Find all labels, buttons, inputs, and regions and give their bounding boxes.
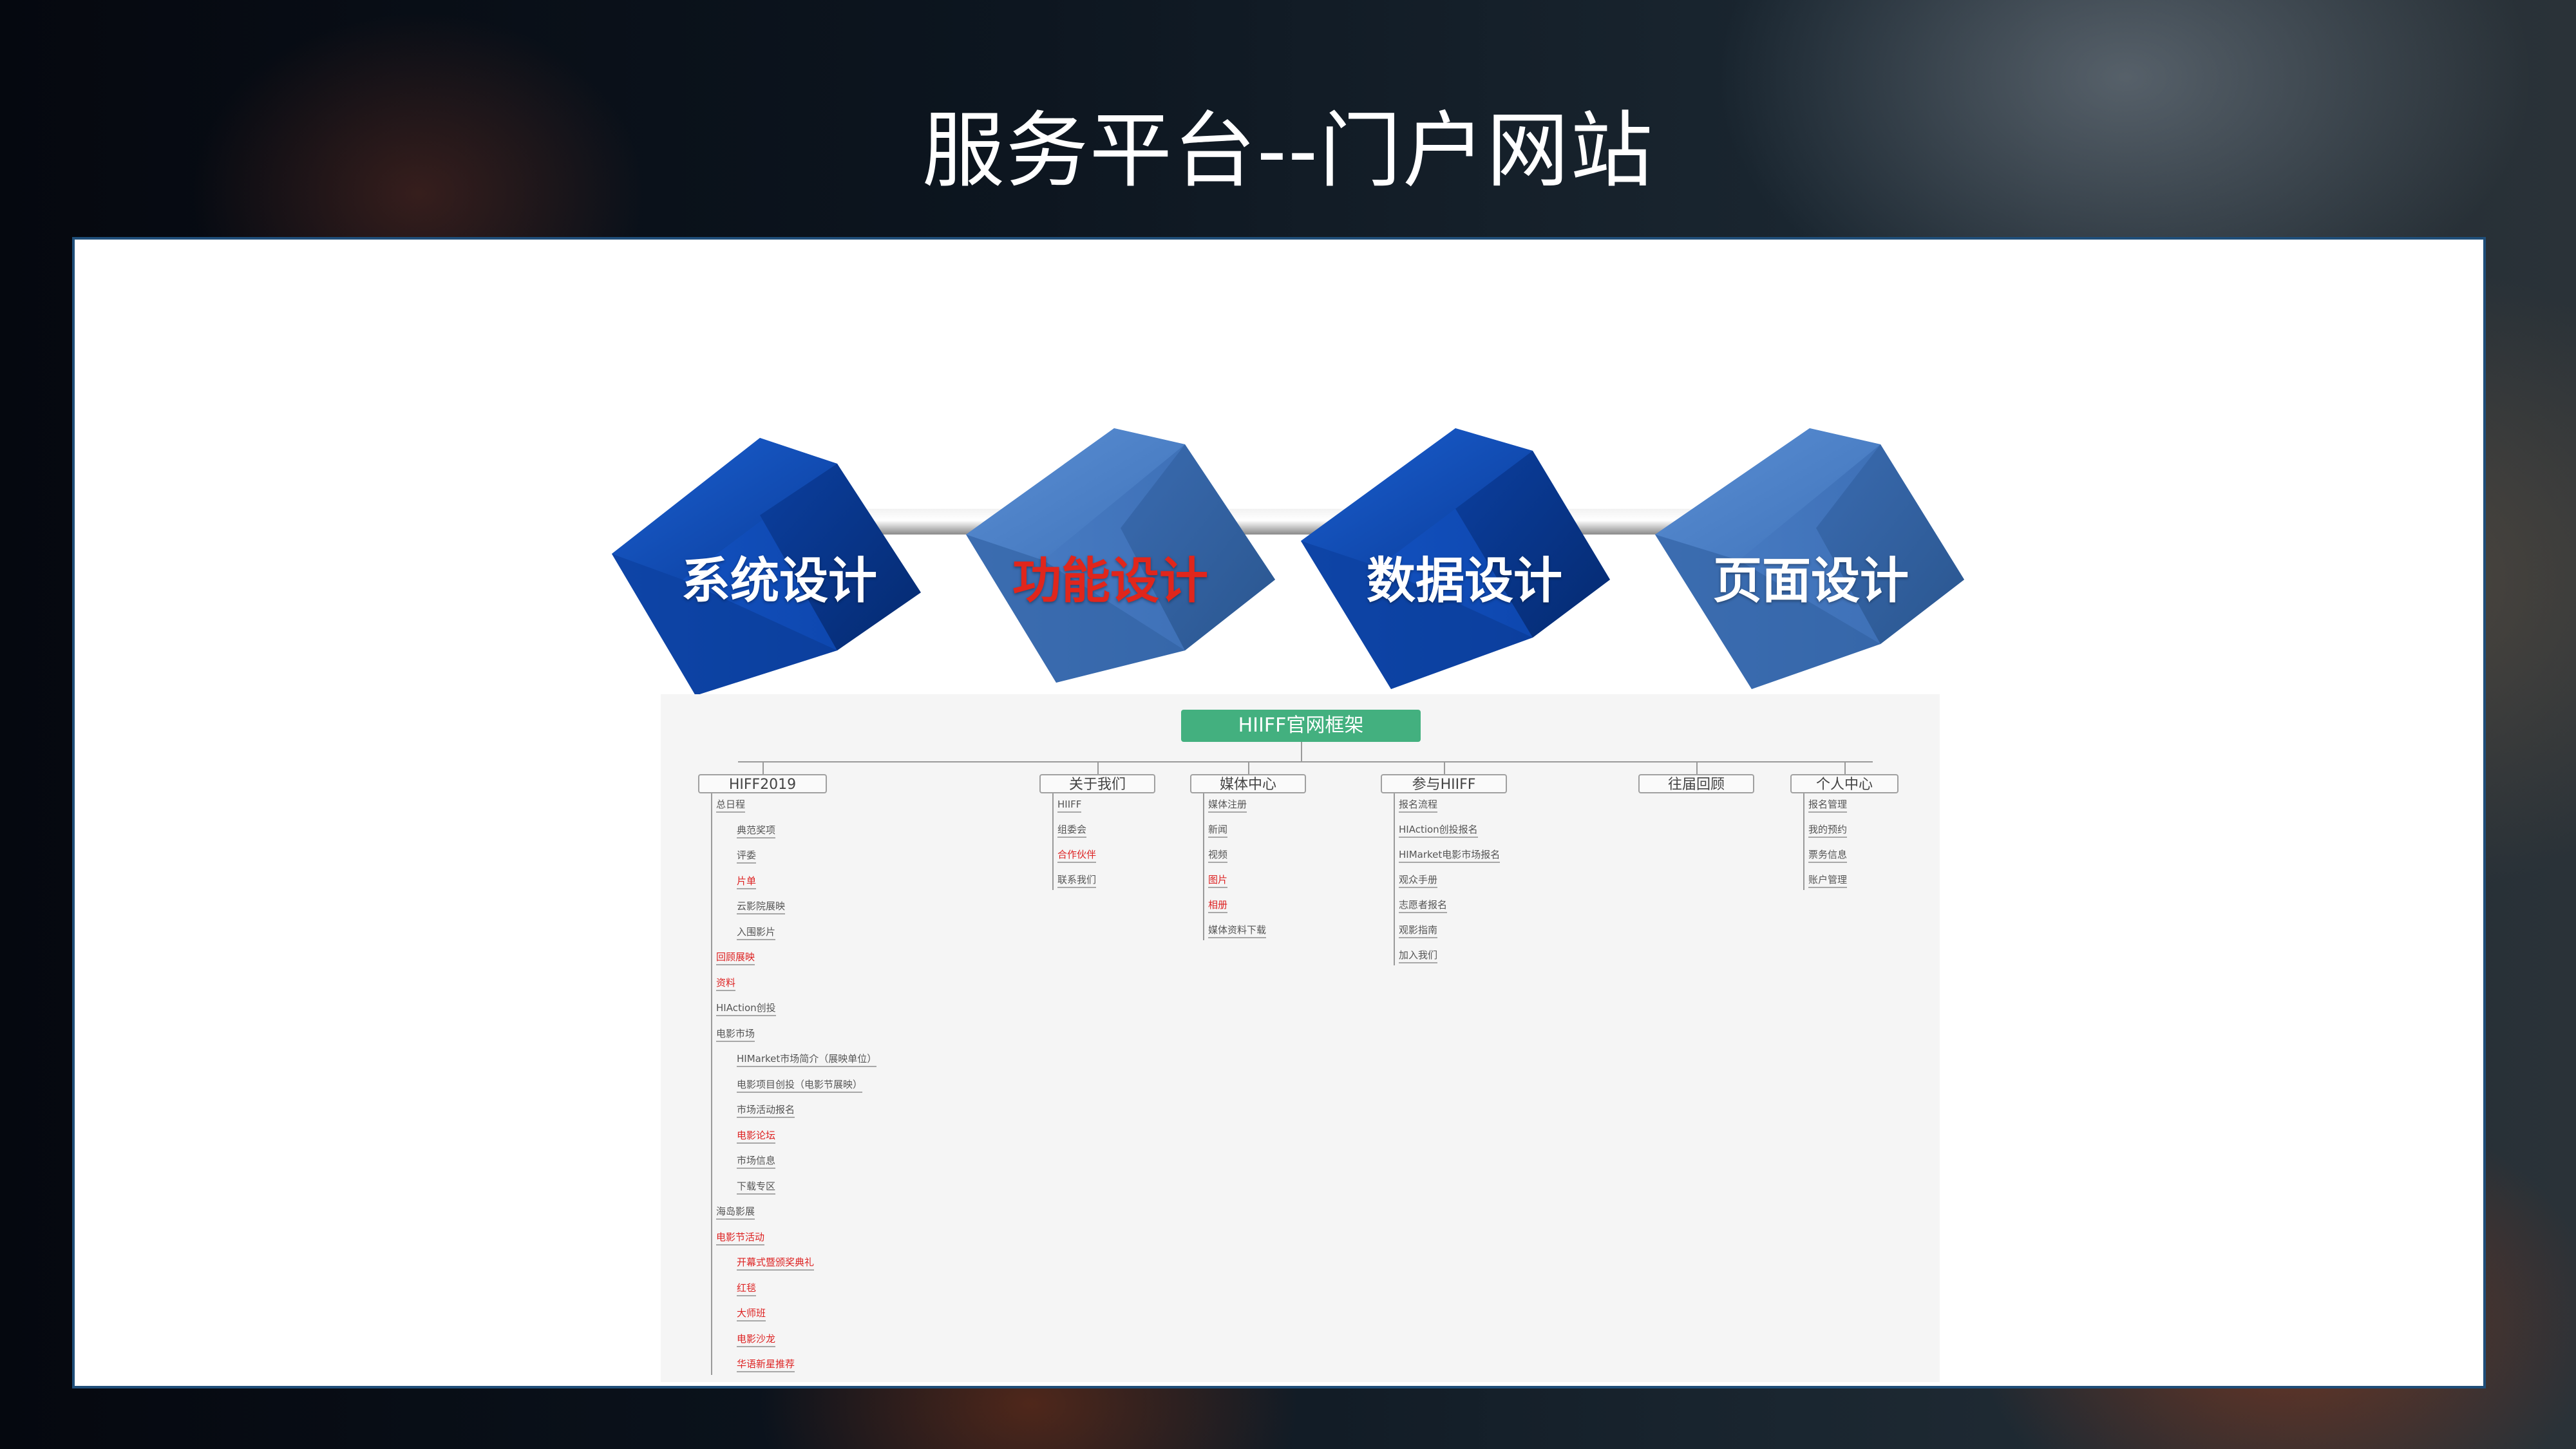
mindmap-category: HIFF2019 <box>698 774 827 793</box>
mindmap-item: 入围影片 <box>737 925 776 940</box>
mindmap-item: 联系我们 <box>1057 873 1097 888</box>
mindmap-connector <box>1696 761 1698 774</box>
mindmap-item: 视频 <box>1208 848 1228 863</box>
mindmap-connector <box>1301 742 1302 761</box>
mindmap-item: 电影论坛 <box>737 1128 776 1144</box>
mindmap-item: 媒体资料下载 <box>1208 923 1267 938</box>
mindmap-item: 报名流程 <box>1399 797 1438 813</box>
mindmap-connector <box>1248 761 1249 774</box>
step-label-function-design: 功能设计 <box>1012 552 1208 609</box>
mindmap-item: 电影沙龙 <box>737 1332 776 1347</box>
mindmap-item: 片单 <box>737 874 757 889</box>
mindmap-item: 合作伙伴 <box>1057 848 1097 863</box>
mindmap-item: 回顾展映 <box>716 950 755 965</box>
mindmap-item: 观影指南 <box>1399 923 1438 938</box>
mindmap-item: 媒体注册 <box>1208 797 1247 813</box>
mindmap-item: HIMarket电影市场报名 <box>1399 848 1501 863</box>
mindmap-item: 海岛影展 <box>716 1204 755 1220</box>
mindmap-item: 图片 <box>1208 873 1228 888</box>
mindmap-item: 相册 <box>1208 898 1228 913</box>
mindmap-item: 市场活动报名 <box>737 1103 795 1118</box>
mindmap-item: HIAction创投 <box>716 1001 776 1016</box>
mindmap-item: 报名管理 <box>1808 797 1848 813</box>
mindmap-item: HIAction创投报名 <box>1399 822 1478 838</box>
mindmap-image: HIIFF官网框架 HIFF2019 总日程典范奖项评委片单云影院展映入围影片回顾… <box>661 694 1940 1382</box>
mindmap-item: 红毯 <box>737 1281 757 1296</box>
mindmap-item: 大师班 <box>737 1306 766 1321</box>
mindmap-connector <box>1052 793 1054 890</box>
mindmap-connector <box>1394 793 1395 965</box>
mindmap-item: 观众手册 <box>1399 873 1438 888</box>
mindmap-item: 新闻 <box>1208 822 1228 838</box>
mindmap-item: 电影项目创投（电影节展映） <box>737 1077 863 1093</box>
mindmap-item: 总日程 <box>716 797 746 813</box>
mindmap-item: 电影节活动 <box>716 1230 765 1245</box>
mindmap-item: 评委 <box>737 848 757 864</box>
mindmap-category: 关于我们 <box>1039 774 1155 793</box>
mindmap-category: 往届回顾 <box>1638 774 1754 793</box>
mindmap-item: 云影院展映 <box>737 899 786 914</box>
mindmap-item: HIMarket市场简介（展映单位） <box>737 1052 877 1067</box>
mindmap-item: 开幕式暨颁奖典礼 <box>737 1255 815 1271</box>
mindmap-item: HIIFF <box>1057 797 1082 813</box>
mindmap-item: 资料 <box>716 976 736 991</box>
mindmap-item: 志愿者报名 <box>1399 898 1448 913</box>
mindmap-item: 电影市场 <box>716 1027 755 1042</box>
mindmap-connector <box>711 793 712 1375</box>
mindmap-item: 下载专区 <box>737 1179 776 1195</box>
step-label-system-design: 系统设计 <box>681 552 877 609</box>
mindmap-connector <box>1203 793 1204 940</box>
mindmap-connector <box>1444 761 1445 774</box>
mindmap-item: 组委会 <box>1057 822 1087 838</box>
mindmap-connector <box>1097 761 1099 774</box>
step-label-page-design: 页面设计 <box>1713 552 1909 609</box>
step-label-data-design: 数据设计 <box>1367 552 1562 609</box>
mindmap-item: 加入我们 <box>1399 948 1438 963</box>
mindmap-category: 个人中心 <box>1790 774 1899 793</box>
slide-title: 服务平台--门户网站 <box>922 103 1654 199</box>
mindmap-connector <box>738 761 1873 762</box>
mindmap-item: 华语新星推荐 <box>737 1357 795 1372</box>
mindmap-category: 参与HIIFF <box>1381 774 1507 793</box>
mindmap-root: HIIFF官网框架 <box>1181 710 1421 742</box>
mindmap-connector <box>762 761 764 774</box>
mindmap-item: 票务信息 <box>1808 848 1848 863</box>
mindmap-connector <box>1844 761 1846 774</box>
mindmap-item: 账户管理 <box>1808 873 1848 888</box>
mindmap-item: 市场信息 <box>737 1153 776 1169</box>
mindmap-item: 典范奖项 <box>737 823 776 838</box>
mindmap-category: 媒体中心 <box>1190 774 1306 793</box>
mindmap-connector <box>1803 793 1804 890</box>
mindmap-item: 我的预约 <box>1808 822 1848 838</box>
